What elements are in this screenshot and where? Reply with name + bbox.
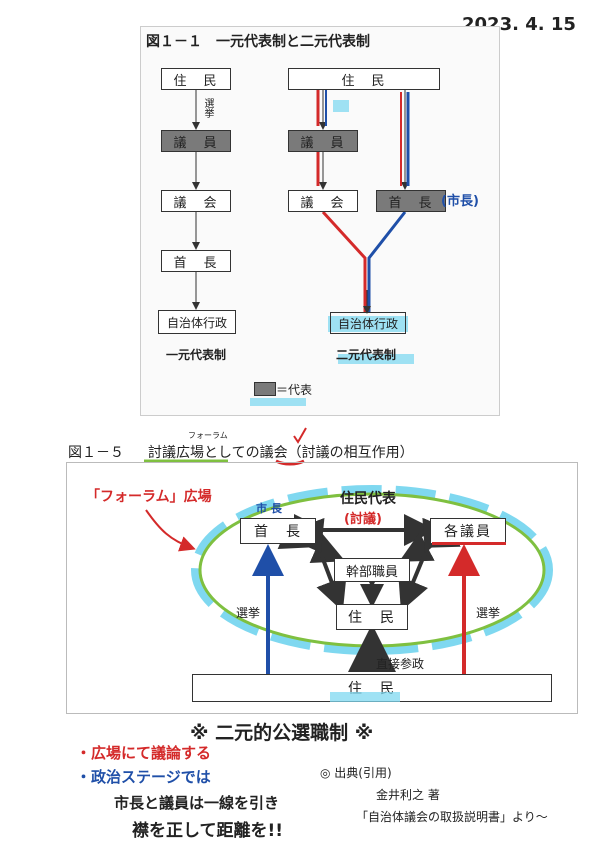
title-annotations bbox=[144, 427, 307, 466]
fig5-mayor: 首 長 bbox=[240, 518, 316, 544]
highlight-mark bbox=[333, 100, 349, 112]
fig1-left-mayor: 首 長 bbox=[161, 250, 231, 272]
fig5-ruby: フォーラム bbox=[188, 431, 228, 440]
source-label: ◎ 出典(引用) bbox=[320, 766, 392, 780]
fig5-staff: 幹部職員 bbox=[334, 558, 410, 582]
fig1-left-admin: 自治体行政 bbox=[158, 310, 236, 334]
mayor-note: 市 長 bbox=[256, 502, 282, 515]
highlight-bottom-residents bbox=[330, 692, 400, 702]
councilors-underline bbox=[432, 542, 506, 545]
highlight-admin bbox=[328, 316, 408, 332]
fig1-right-mayor: 首 長 bbox=[376, 190, 446, 212]
notes-heading: ※ 二元的公選職制 ※ bbox=[190, 722, 374, 744]
legend-label: ＝代表 bbox=[276, 383, 313, 397]
fig5-councilors: 各議員 bbox=[430, 518, 506, 544]
fig1-right-council: 議 会 bbox=[288, 190, 358, 212]
fig1-left-council: 議 会 bbox=[161, 190, 231, 212]
source-title: 「自治体議会の取扱説明書」より〜 bbox=[356, 810, 548, 824]
election-right-label: 選挙 bbox=[476, 606, 501, 620]
note-bullet-2: ・政治ステージでは bbox=[76, 768, 211, 786]
note-bullet-1: ・広場にて議論する bbox=[76, 744, 212, 762]
deliberation-note: (討議) bbox=[344, 512, 382, 527]
fig1-left-caption: 一元代表制 bbox=[166, 348, 227, 362]
figure-1-5 bbox=[66, 462, 578, 714]
figure-1-1-title: 図１－１ 一元代表制と二元代表制 bbox=[146, 34, 370, 50]
fig1-right-admin: 自治体行政 bbox=[330, 312, 406, 334]
figure-1-1-arrows bbox=[192, 90, 410, 314]
fig1-left-election-label: 選挙 bbox=[202, 98, 213, 118]
fig5-title: 討議広場としての議会（討議の相互作用） bbox=[148, 445, 414, 461]
resident-representative-label: 住民代表 bbox=[340, 491, 396, 507]
source-author: 金井利之 著 bbox=[376, 788, 440, 802]
highlight-legend bbox=[250, 398, 306, 406]
figure-1-1 bbox=[140, 26, 500, 416]
fig5-inner-residents: 住 民 bbox=[336, 604, 408, 630]
highlight-caption bbox=[338, 354, 414, 364]
direct-participation-label: 直接参政 bbox=[376, 657, 425, 671]
fig1-left-resident: 住 民 bbox=[161, 68, 231, 90]
fig5-title-prefix: 図１－５ bbox=[68, 445, 124, 461]
forum-annotation: 「フォーラム」広場 bbox=[86, 489, 212, 505]
election-left-label: 選挙 bbox=[236, 606, 261, 620]
note-line-3: 市長と議員は一線を引き bbox=[114, 794, 280, 812]
legend-swatch bbox=[254, 382, 276, 396]
fig1-right-resident: 住 民 bbox=[288, 68, 440, 90]
note-line-4: 襟を正して距離を!! bbox=[132, 821, 283, 841]
fig5-bottom-residents: 住 民 bbox=[192, 674, 552, 702]
fig1-right-caption: 二元代表制 bbox=[336, 348, 397, 362]
fig1-right-councilor: 議 員 bbox=[288, 130, 358, 152]
fig1-right-mayor-note: (市長) bbox=[441, 194, 479, 209]
fig1-left-councilor: 議 員 bbox=[161, 130, 231, 152]
